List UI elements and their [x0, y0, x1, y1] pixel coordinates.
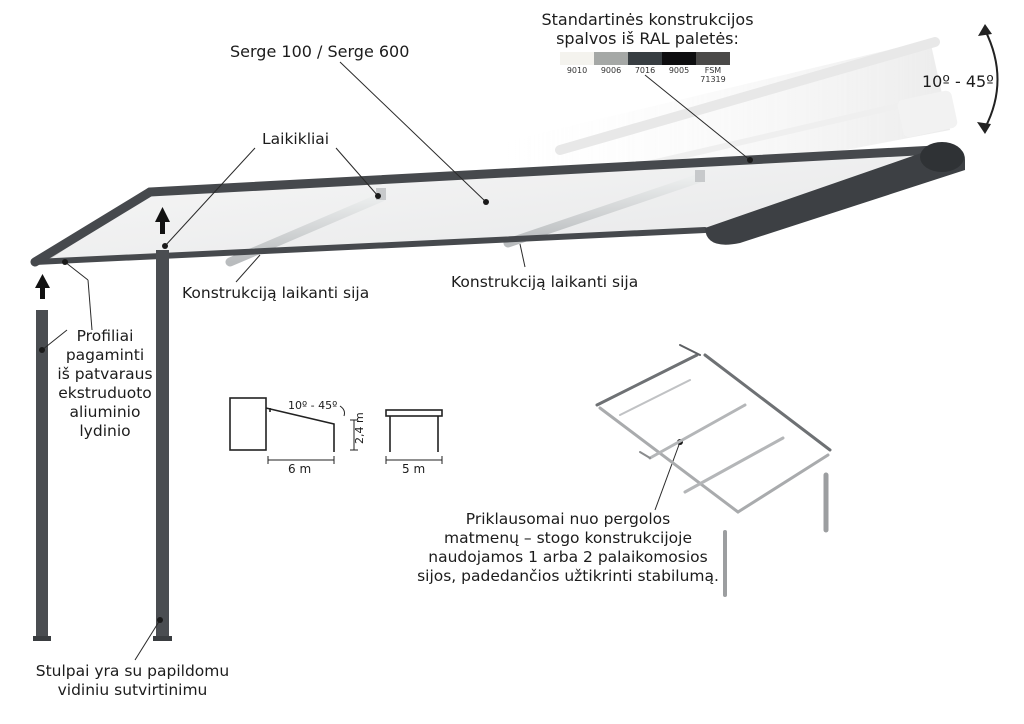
palette-title-line-2: spalvos iš RAL paletės:: [556, 29, 739, 48]
swatch-codes: 9010 9006 7016 9005 FSM 71319: [560, 66, 730, 84]
dimension-sketch: [229, 397, 443, 464]
swatch-7016: [628, 52, 662, 65]
tilt-arc-arrow: [977, 24, 999, 134]
roof-frame: [30, 145, 940, 267]
post-right: [156, 250, 169, 640]
frame-exploded-view: [595, 344, 832, 597]
swatch-code: 9005: [668, 66, 690, 75]
posts-line: Stulpai yra su papildomu: [35, 662, 230, 680]
profiles-line: lydinio: [79, 422, 131, 440]
swatch-9006: [594, 52, 628, 65]
swatch-9005: [662, 52, 696, 65]
swatch-code: 7016: [634, 66, 656, 75]
profiles-label: Profiliai pagaminti iš patvaraus ekstrud…: [50, 327, 160, 441]
dimension-width: 5 m: [402, 462, 426, 476]
swatch-code: 9010: [566, 66, 588, 75]
posts-label: Stulpai yra su papildomu vidiniu sutvirt…: [20, 662, 245, 700]
note-line: naudojamos 1 arba 2 palaikomosios: [428, 548, 708, 566]
note-line: Priklausomai nuo pergolos: [465, 510, 671, 528]
posts-line: vidiniu sutvirtinimu: [57, 681, 208, 699]
side-wall: [229, 397, 267, 451]
dimension-depth: 6 m: [288, 462, 312, 476]
holders-label: Laikikliai: [262, 130, 330, 148]
profiles-line: pagaminti: [65, 346, 145, 364]
leader-lines: [41, 61, 751, 661]
palette-title: Standartinės konstrukcijos spalvos iš RA…: [535, 10, 760, 48]
profiles-line: iš patvaraus: [57, 365, 153, 383]
up-arrow-right-icon: [155, 207, 170, 234]
palette-title-line-1: Standartinės konstrukcijos: [541, 10, 754, 29]
support-beam-left-label: Konstrukciją laikanti sija: [182, 284, 370, 302]
support-beam-right-label: Konstrukciją laikanti sija: [451, 273, 639, 291]
up-arrow-left-icon: [35, 274, 50, 299]
dimension-angle: 10º - 45º: [288, 399, 338, 412]
color-swatches: [560, 52, 730, 65]
model-label: Serge 100 / Serge 600: [230, 42, 410, 61]
note-line: sijos, padedančios užtikrinti stabilumą.: [417, 567, 719, 585]
support-beam-right: [503, 173, 705, 248]
swatch-9010: [560, 52, 594, 65]
dimension-height: 2,4 m: [353, 412, 366, 444]
profiles-line: Profiliai: [76, 327, 134, 345]
swatch-code: FSM 71319: [700, 66, 726, 84]
tilt-angle-label: 10º - 45º: [922, 72, 994, 91]
profiles-line: aliuminio: [69, 403, 141, 421]
support-note: Priklausomai nuo pergolos matmenų – stog…: [398, 510, 738, 586]
awning-cassette: [705, 142, 965, 245]
profiles-line: ekstruduoto: [58, 384, 152, 402]
note-line: matmenų – stogo konstrukcijoje: [444, 529, 692, 547]
swatch-fsm-71319: [696, 52, 730, 65]
post-left: [36, 310, 48, 640]
swatch-code: 9006: [600, 66, 622, 75]
